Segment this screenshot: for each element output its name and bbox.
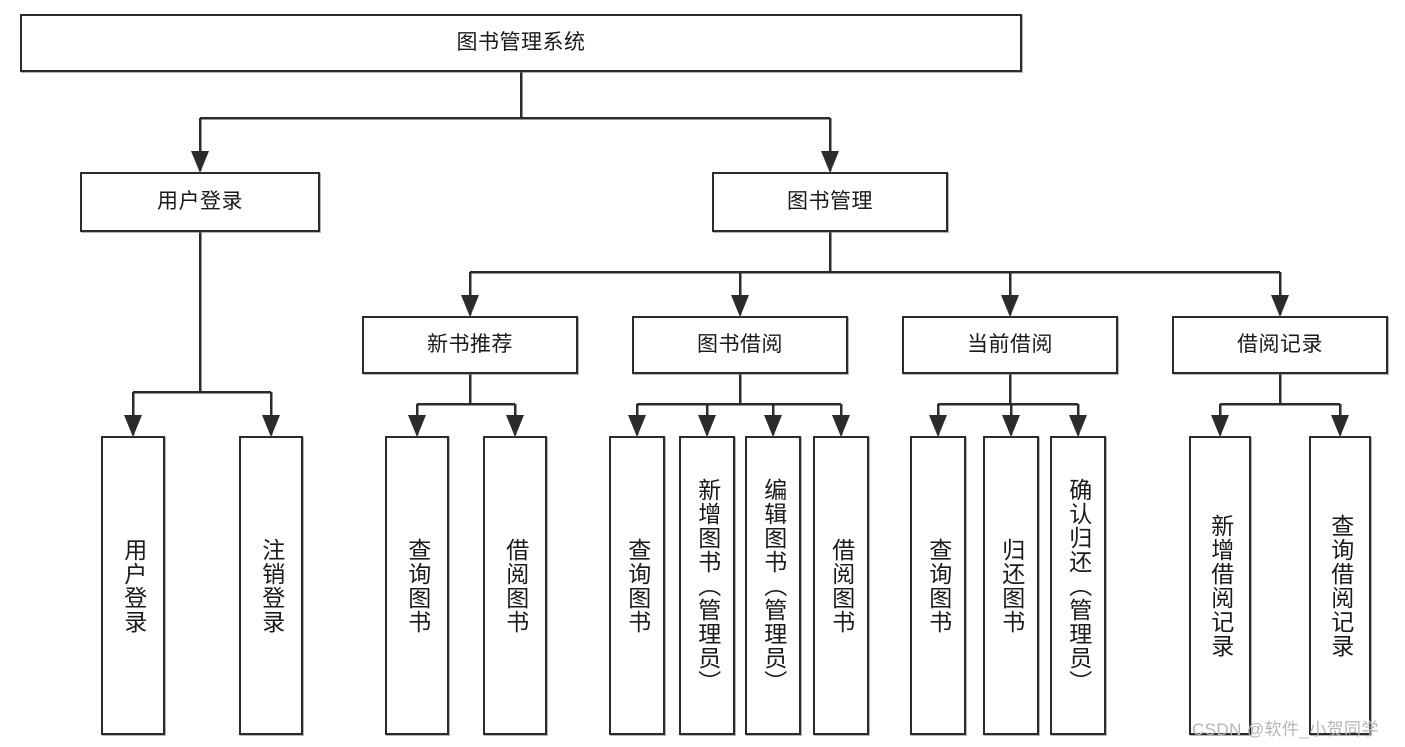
node-leaf-4[interactable]: 借阅图书 (483, 436, 547, 735)
node-leaf-9[interactable]: 查询图书 (910, 436, 966, 735)
node-leaf-7[interactable]: 编辑图书（管理员） (745, 436, 801, 735)
node-leaf-10[interactable]: 归还图书 (983, 436, 1039, 735)
node-new-rec[interactable]: 新书推荐 (362, 316, 578, 374)
node-label: 用户登录 (120, 537, 147, 634)
node-leaf-1[interactable]: 用户登录 (101, 436, 165, 735)
node-leaf-2[interactable]: 注销登录 (239, 436, 303, 735)
node-label: 新增图书（管理员） (694, 477, 721, 694)
node-label: 注销登录 (258, 537, 285, 634)
node-current[interactable]: 当前借阅 (902, 316, 1118, 374)
node-label: 确认归还（管理员） (1065, 477, 1092, 694)
node-label: 借阅图书 (502, 537, 529, 634)
node-records[interactable]: 借阅记录 (1172, 316, 1388, 374)
node-label: 新增借阅记录 (1207, 513, 1234, 658)
node-label: 图书借阅 (697, 333, 783, 357)
node-label: 编辑图书（管理员） (760, 477, 787, 694)
node-label: 查询借阅记录 (1327, 513, 1354, 658)
node-leaf-6[interactable]: 新增图书（管理员） (679, 436, 735, 735)
node-leaf-8[interactable]: 借阅图书 (813, 436, 869, 735)
node-label: 查询图书 (925, 537, 952, 634)
node-borrow[interactable]: 图书借阅 (632, 316, 848, 374)
node-label: 图书管理系统 (456, 31, 586, 55)
node-user-login[interactable]: 用户登录 (80, 172, 320, 232)
node-label: 图书管理 (787, 190, 873, 214)
node-label: 借阅记录 (1237, 333, 1323, 357)
node-book-mgmt[interactable]: 图书管理 (712, 172, 948, 232)
node-leaf-3[interactable]: 查询图书 (385, 436, 449, 735)
node-leaf-11[interactable]: 确认归还（管理员） (1050, 436, 1106, 735)
node-leaf-13[interactable]: 查询借阅记录 (1309, 436, 1371, 735)
node-label: 查询图书 (404, 537, 431, 634)
node-label: 借阅图书 (828, 537, 855, 634)
node-label: 当前借阅 (967, 333, 1053, 357)
node-label: 归还图书 (998, 537, 1025, 634)
node-root[interactable]: 图书管理系统 (20, 14, 1022, 72)
node-leaf-12[interactable]: 新增借阅记录 (1189, 436, 1251, 735)
node-label: 查询图书 (624, 537, 651, 634)
node-leaf-5[interactable]: 查询图书 (609, 436, 665, 735)
node-label: 新书推荐 (427, 333, 513, 357)
node-label: 用户登录 (157, 190, 243, 214)
